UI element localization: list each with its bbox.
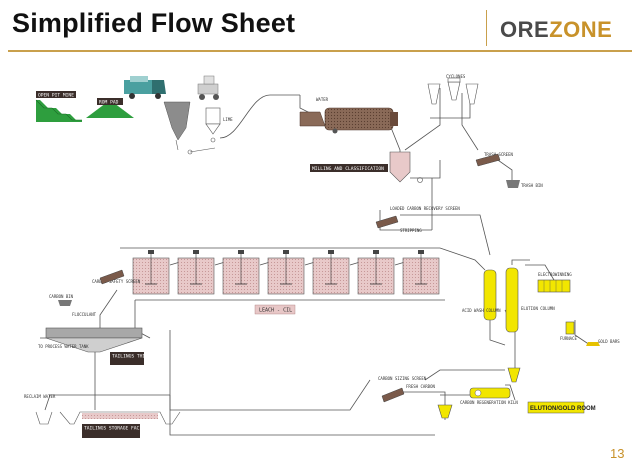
acid-wash-column: ACID WASH COLUMN xyxy=(462,269,501,321)
trash-bin: TRASH BIN xyxy=(506,180,543,188)
furnace: FURNACE xyxy=(560,321,577,341)
ball-mill xyxy=(299,107,398,134)
label-trash-bin: TRASH BIN xyxy=(521,183,543,188)
elution-column: ELUTION COLUMN xyxy=(505,267,555,333)
mill-discharge-hopper xyxy=(389,151,423,183)
label-carbon-sizing-screen: CARBON SIZING SCREEN xyxy=(378,376,427,381)
label-leach-cil: LEACH - CIL xyxy=(259,308,292,314)
leach-tank-1 xyxy=(132,250,170,295)
fresh-carbon-hopper xyxy=(437,404,453,419)
label-carbon-safety-screen: CARBON SAFETY SCREEN xyxy=(92,279,141,284)
carbon-bin: CARBON BIN xyxy=(49,294,74,306)
label-furnace: FURNACE xyxy=(560,336,577,341)
gold-bars: GOLD BARS xyxy=(586,339,620,346)
leach-tank-7 xyxy=(402,250,440,295)
carbon-regeneration-kiln: CARBON REGENERATION KILN xyxy=(460,387,518,405)
label-elution-column: ELUTION COLUMN xyxy=(521,306,555,311)
logo-part-ore: ORE xyxy=(500,17,550,42)
carbon-sizing-screen: CARBON SIZING SCREEN xyxy=(378,376,427,403)
label-cyclones: CYCLONES xyxy=(446,74,466,79)
haul-truck xyxy=(124,76,166,99)
label-acid-wash-column: ACID WASH COLUMN xyxy=(462,308,501,313)
tailings-thickener xyxy=(45,327,143,353)
leach-tank-6 xyxy=(357,250,395,295)
conveyor-ramp xyxy=(187,147,216,155)
page-number: 13 xyxy=(610,446,625,461)
loader xyxy=(197,75,219,100)
label-electrowinning: ELECTROWINNING xyxy=(538,272,572,277)
leach-cil-tag: LEACH - CIL xyxy=(254,304,296,315)
kiln-feed-hopper xyxy=(507,367,521,383)
label-flocculant: FLOCCULANT xyxy=(72,312,97,317)
label-tailings-thickener: TAILINGS THICKENER xyxy=(112,354,162,360)
label-carbon-regeneration-kiln: CARBON REGENERATION KILN xyxy=(460,400,518,405)
label-fresh-carbon: FRESH CARBON xyxy=(406,384,435,389)
orezone-logo: OREZONE xyxy=(500,17,612,43)
reclaim-pump xyxy=(35,411,53,425)
label-tailings-storage-facility: TAILINGS STORAGE FACILITY xyxy=(84,426,153,432)
cyclone-cluster: CYCLONES xyxy=(427,74,479,105)
lime-silo: LIME xyxy=(205,107,233,143)
label-reclaim-water: RECLAIM WATER xyxy=(24,394,56,399)
tailings-thickener-tag: TAILINGS THICKENER xyxy=(110,352,162,365)
leach-tank-3 xyxy=(222,250,260,295)
elution-gold-room-tag: ELUTION/GOLD ROOM xyxy=(527,401,596,414)
label-lime: LIME xyxy=(223,117,233,122)
logo-divider xyxy=(486,10,487,46)
trash-screen: TRASH SCREEN xyxy=(475,152,513,167)
label-rom-pad: ROM PAD xyxy=(99,100,119,106)
loaded-carbon-screen: LOADED CARBON RECOVERY SCREEN STRIPPING xyxy=(375,206,460,233)
tailings-storage-facility: TAILINGS STORAGE FACILITY xyxy=(59,411,181,438)
slide-title: Simplified Flow Sheet xyxy=(12,8,296,38)
label-stripping: STRIPPING xyxy=(400,228,422,233)
primary-crusher-bin xyxy=(163,101,191,151)
leach-tank-5 xyxy=(312,250,350,295)
carbon-safety-screen: CARBON SAFETY SCREEN xyxy=(92,269,141,285)
label-trash-screen: TRASH SCREEN xyxy=(484,152,513,157)
label-open-pit-mine: OPEN PIT MINE xyxy=(38,93,74,99)
title-rule xyxy=(8,50,632,52)
leach-tank-2 xyxy=(177,250,215,295)
label-water: WATER xyxy=(316,97,329,102)
leach-tank-4 xyxy=(267,250,305,295)
label-carbon-bin: CARBON BIN xyxy=(49,294,74,299)
electrowinning-cell: ELECTROWINNING xyxy=(537,272,572,293)
label-milling-classification: MILLING AND CLASSIFICATION xyxy=(312,166,384,172)
label-to-process-water-tank: TO PROCESS WATER TANK xyxy=(38,344,89,349)
label-elution-gold-room: ELUTION/GOLD ROOM xyxy=(530,406,596,412)
logo-part-zone: ZONE xyxy=(549,17,613,42)
open-pit-mine: OPEN PIT MINE xyxy=(35,91,82,122)
milling-classification-tag: MILLING AND CLASSIFICATION xyxy=(310,164,388,172)
rom-pad: ROM PAD xyxy=(86,98,134,118)
label-loaded-carbon-screen: LOADED CARBON RECOVERY SCREEN xyxy=(390,206,460,211)
label-gold-bars: GOLD BARS xyxy=(598,339,620,344)
